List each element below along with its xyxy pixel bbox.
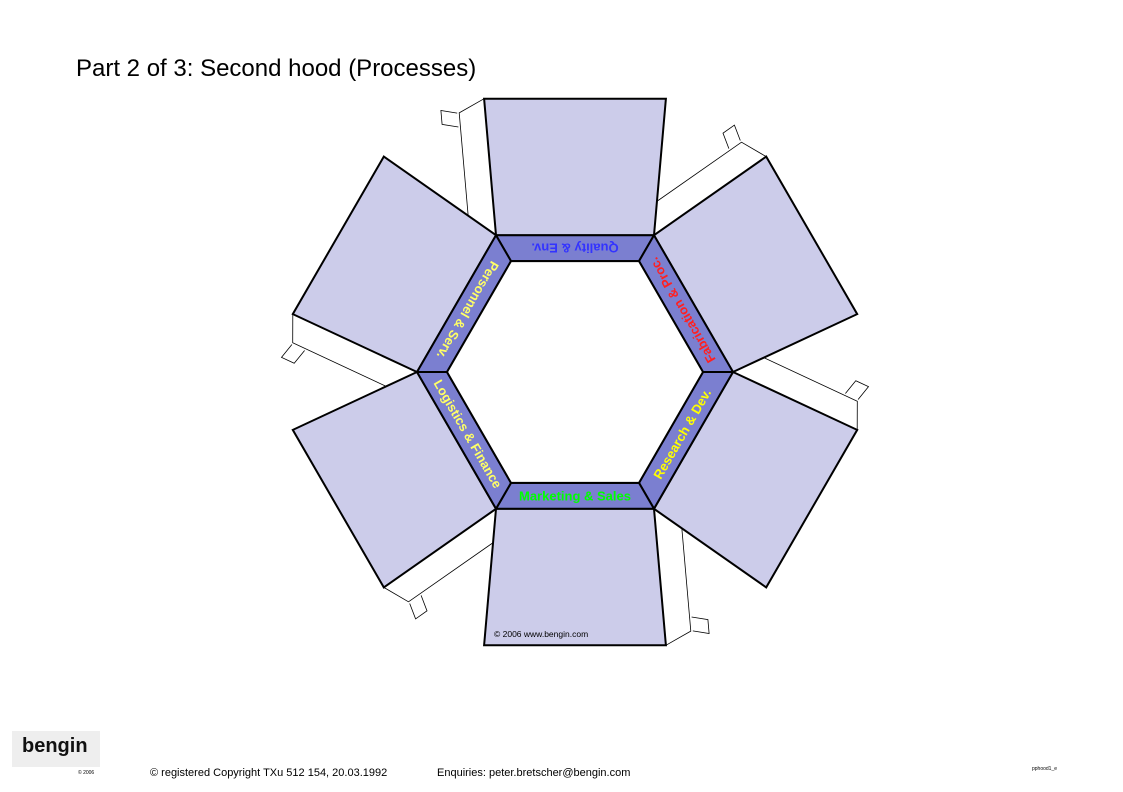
hood-panel [483,507,667,647]
locking-tab [691,616,710,634]
hood-panels [291,97,859,647]
locking-tab [845,380,870,400]
band-label: Quality & Env. [531,241,618,256]
locking-tab [440,110,459,128]
page-title: Part 2 of 3: Second hood (Processes) [76,55,477,82]
label-bands [415,233,735,511]
bengin-logo-box [12,731,100,767]
locking-tab [409,595,428,620]
enquiries-contact: Enquiries: peter.bretscher@bengin.com [437,767,631,779]
bengin-logo: bengin [22,735,88,757]
center-hexagon-hole [445,260,705,484]
hood-panel [483,97,667,237]
logo-year: © 2006 [78,770,95,776]
copyright-notice: © registered Copyright TXu 512 154, 20.0… [150,767,388,779]
file-id: pphood1_e [1032,766,1058,772]
band-label: Marketing & Sales [519,488,631,503]
locking-tab [722,124,741,149]
panel-copyright: © 2006 www.bengin.com [494,629,588,639]
locking-tab [280,344,305,364]
